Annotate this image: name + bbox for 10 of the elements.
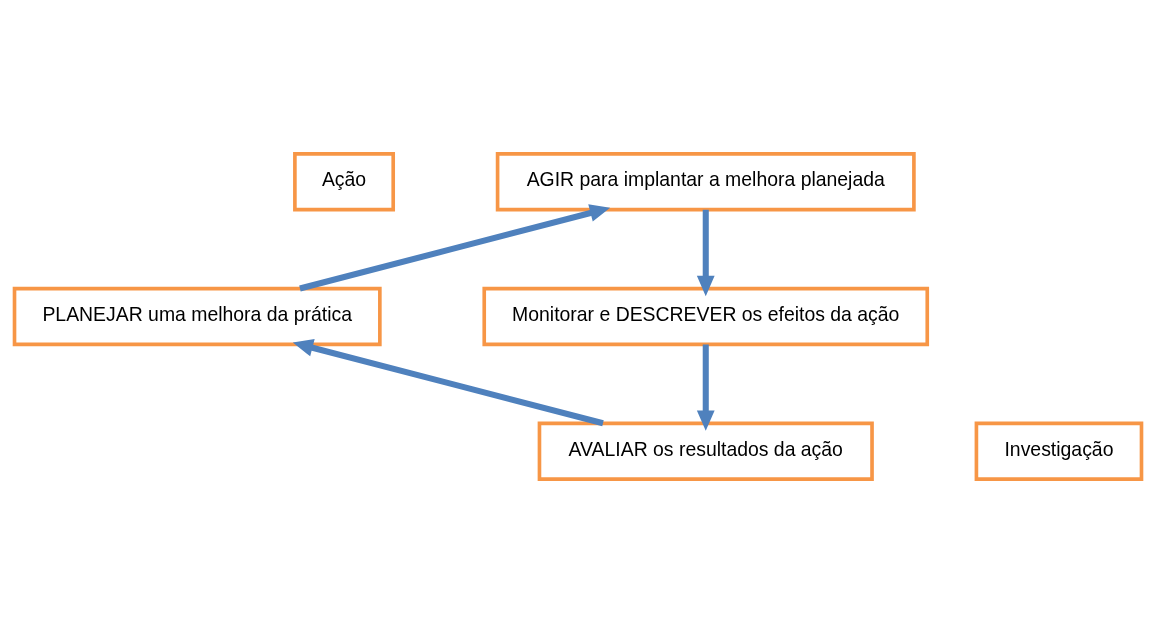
arrow xyxy=(299,204,611,292)
node-box: AGIR para implantar a melhora planejada xyxy=(495,152,916,212)
arrow xyxy=(696,209,715,297)
node-box: Investigação xyxy=(974,421,1144,481)
arrow xyxy=(696,344,715,431)
node-box: Ação xyxy=(293,152,395,212)
node-box: PLANEJAR uma melhora da prática xyxy=(12,286,382,347)
node-box: Monitorar e DESCREVER os efeitos da ação xyxy=(482,286,930,347)
node-box: AVALIAR os resultados da ação xyxy=(537,421,874,481)
arrow xyxy=(292,339,604,427)
